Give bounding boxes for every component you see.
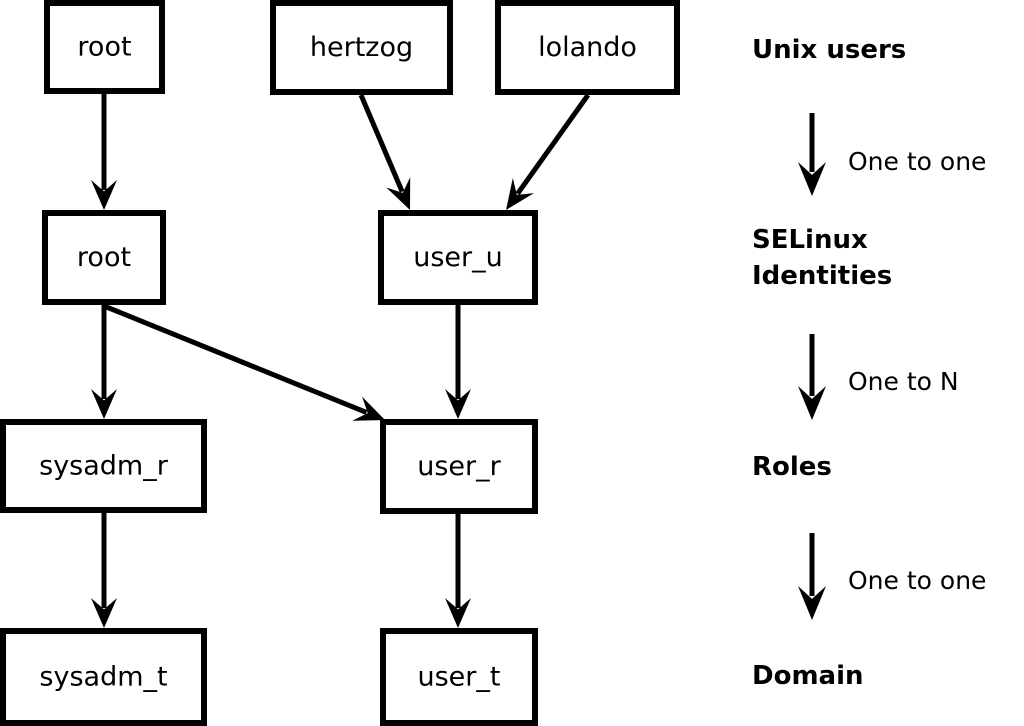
- edge-id-user_u-to-role-user_r: [445, 305, 471, 419]
- node-role-sysadm_r[interactable]: sysadm_r: [0, 419, 207, 513]
- node-box[interactable]: [270, 0, 453, 95]
- node-box[interactable]: [0, 628, 207, 726]
- node-box[interactable]: [378, 210, 538, 305]
- arrowhead-icon: [445, 598, 471, 628]
- node-unix-hertzog[interactable]: hertzog: [270, 0, 453, 95]
- node-label: user_t: [418, 662, 501, 693]
- node-id-root[interactable]: root: [42, 210, 166, 305]
- node-label: lolando: [538, 32, 637, 63]
- legend-arrow-1: One to one: [798, 113, 986, 196]
- edge-role-sysadm_r-to-dom-sysadm_t: [91, 513, 117, 628]
- legend-arrow-2: One to N: [798, 334, 959, 420]
- node-box[interactable]: [44, 0, 165, 94]
- arrowhead-icon: [91, 389, 117, 419]
- edge-role-user_r-to-dom-user_t: [445, 514, 471, 628]
- node-label: sysadm_r: [39, 451, 169, 482]
- node-label: sysadm_t: [39, 662, 167, 693]
- legend-arrow-2-caption: One to N: [848, 367, 959, 396]
- node-unix-root[interactable]: root: [44, 0, 165, 94]
- node-box[interactable]: [495, 0, 680, 95]
- arrowhead-icon: [798, 586, 826, 620]
- node-id-user_u[interactable]: user_u: [378, 210, 538, 305]
- node-label: root: [77, 32, 131, 63]
- legend-unix-users: Unix users: [752, 35, 906, 65]
- edge-unix-hertzog-to-id-user_u: [358, 94, 411, 210]
- edge-unix-root-to-id-root: [91, 94, 117, 210]
- legend-roles: Roles: [752, 452, 832, 482]
- legend-selinux-identities-line-0: SELinux: [752, 225, 868, 255]
- node-unix-lolando[interactable]: lolando: [495, 0, 680, 95]
- node-label: user_u: [413, 242, 503, 273]
- legend-arrow-3-caption: One to one: [848, 566, 986, 595]
- arrowhead-icon: [386, 177, 411, 210]
- edge-id-root-to-role-user_r: [103, 303, 385, 421]
- arrowhead-icon: [798, 162, 826, 196]
- edge-line: [103, 303, 368, 415]
- node-box[interactable]: [42, 210, 166, 305]
- arrowhead-icon: [445, 389, 471, 419]
- node-role-user_r[interactable]: user_r: [380, 419, 538, 514]
- legend-arrow-1-caption: One to one: [848, 147, 986, 176]
- legend-arrow-3: One to one: [798, 533, 986, 620]
- edge-line: [358, 94, 405, 193]
- node-box[interactable]: [380, 628, 538, 726]
- edge-id-root-to-role-sysadm_r: [91, 305, 117, 419]
- node-box[interactable]: [0, 419, 207, 513]
- node-dom-sysadm_t[interactable]: sysadm_t: [0, 628, 207, 726]
- arrowhead-icon: [798, 386, 826, 420]
- node-label: hertzog: [310, 32, 413, 63]
- arrowhead-icon: [91, 598, 117, 628]
- node-box[interactable]: [380, 419, 538, 514]
- legend-domain: Domain: [752, 661, 864, 691]
- arrowhead-icon: [91, 180, 117, 210]
- edges-layer: [91, 93, 591, 628]
- node-dom-user_t[interactable]: user_t: [380, 628, 538, 726]
- node-label: user_r: [417, 451, 501, 482]
- node-label: root: [77, 242, 131, 273]
- arrowhead-icon: [352, 396, 385, 421]
- legend-selinux-identities-line-1: Identities: [752, 261, 892, 291]
- edge-line: [515, 93, 591, 196]
- edge-unix-lolando-to-id-user_u: [506, 93, 591, 210]
- arrowhead-icon: [506, 178, 534, 210]
